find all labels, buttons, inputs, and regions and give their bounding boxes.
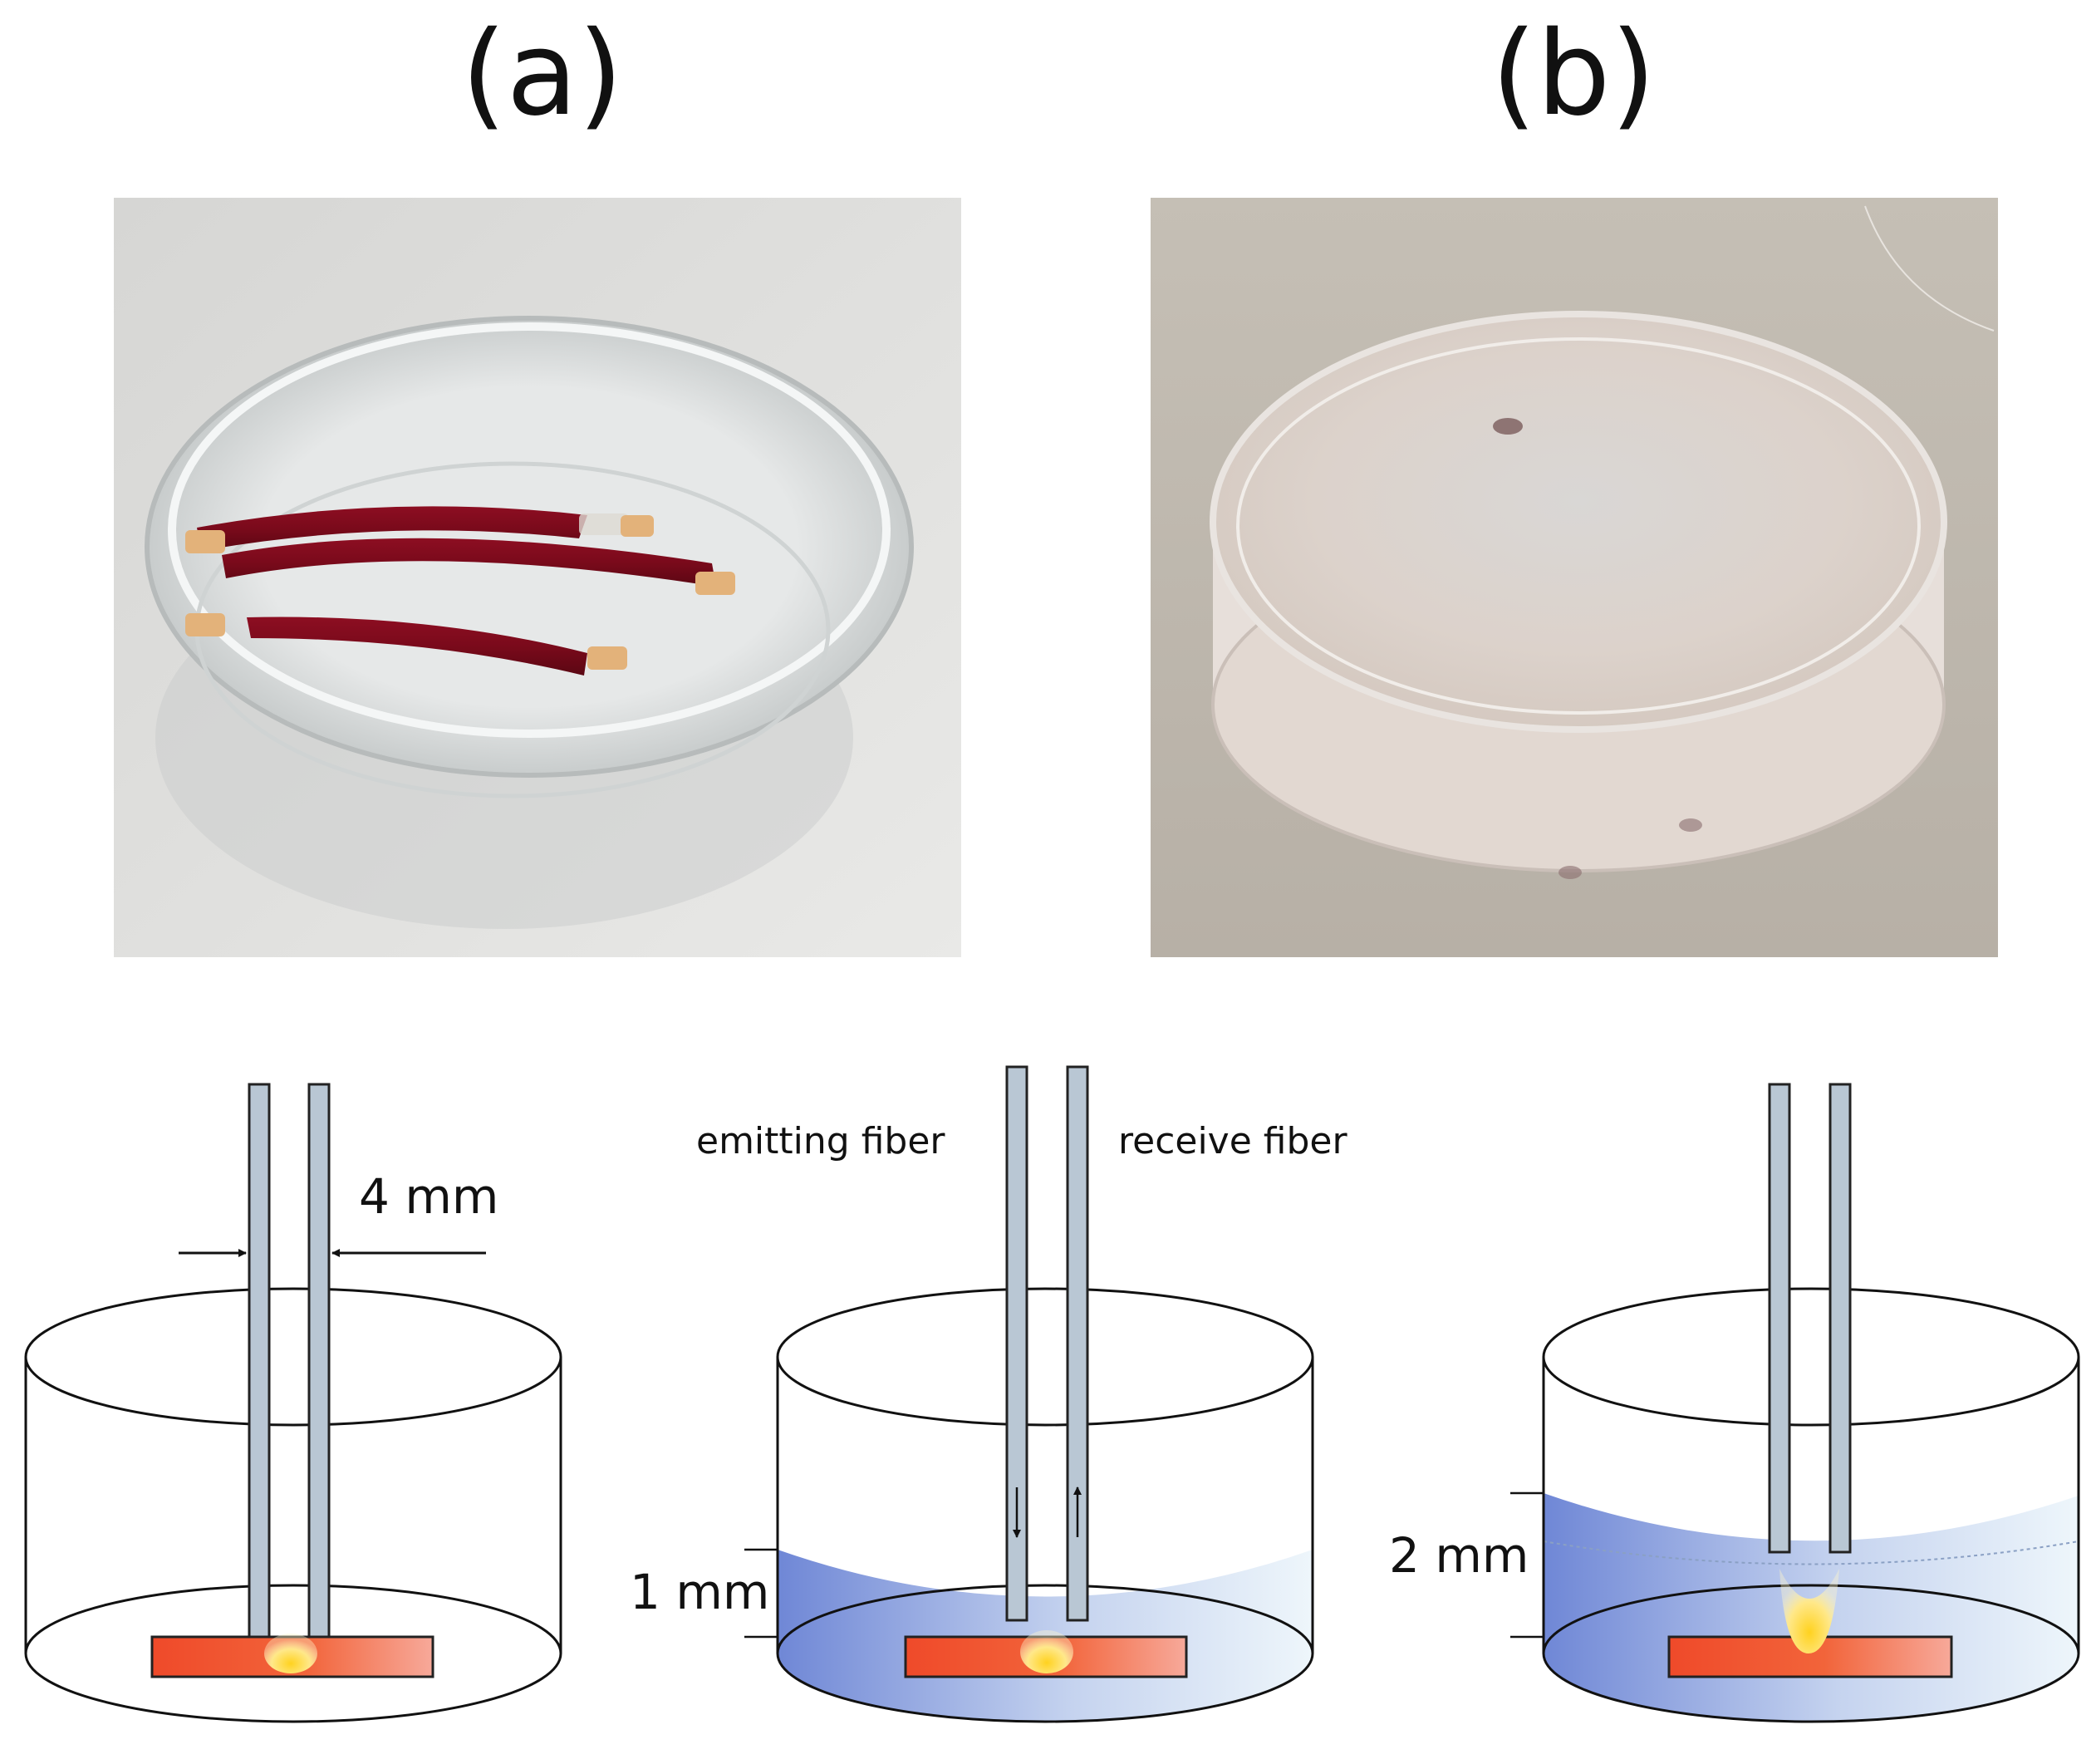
container-2 <box>776 1287 1314 1723</box>
depth-2mm-ticks <box>1510 1491 1544 1639</box>
panel-a-label: (a) <box>461 7 624 142</box>
schematic-3-2mm: 2 mm <box>1389 1083 2080 1723</box>
depth-1mm-ticks <box>744 1548 778 1639</box>
receive-fiber-2 <box>1066 1065 1089 1622</box>
light-cone-3 <box>1779 1569 1839 1653</box>
gap-label: 4 mm <box>359 1168 498 1225</box>
depth-1mm-label: 1 mm <box>630 1564 769 1620</box>
light-spot-1 <box>264 1634 317 1673</box>
photo-b-petri-dish-milky-liquid <box>1151 198 1998 957</box>
emitting-fiber-1 <box>248 1083 271 1639</box>
schematic-1-air: 4 mm <box>24 1083 562 1723</box>
receive-fiber-3 <box>1828 1083 1852 1554</box>
panel-b-label: (b) <box>1491 7 1657 142</box>
emitting-fiber-3 <box>1768 1083 1791 1554</box>
flow-arrows <box>1013 1486 1082 1538</box>
emitting-fiber-2 <box>1005 1065 1028 1622</box>
emitting-fiber-label: emitting fiber <box>696 1120 945 1162</box>
receive-fiber-1 <box>307 1083 331 1639</box>
container-3 <box>1542 1287 2080 1723</box>
liquid-rear-edge <box>1543 1540 2079 1565</box>
depth-2mm-label: 2 mm <box>1389 1527 1529 1584</box>
container-1 <box>24 1287 562 1723</box>
fiber-probe-schematics: 4 mm emitting fiber receive fiber 1 mm <box>0 1055 2096 1764</box>
schematic-2-1mm: emitting fiber receive fiber 1 mm <box>630 1065 1347 1723</box>
photo-a-petri-dish-blood-samples <box>114 198 961 957</box>
light-spot-2 <box>1020 1630 1073 1673</box>
receive-fiber-label: receive fiber <box>1118 1120 1347 1162</box>
